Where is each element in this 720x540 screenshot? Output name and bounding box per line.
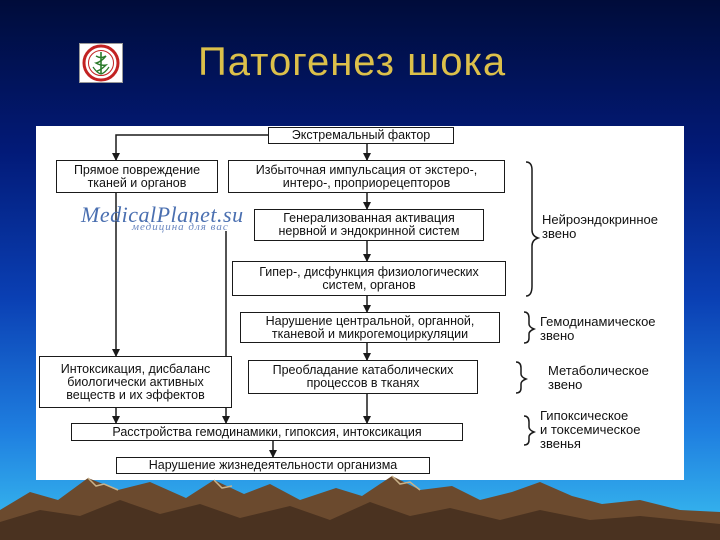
box-disorders: Расстройства гемодинамики, гипоксия, инт… [71,423,463,441]
pathogenesis-diagram: Экстремальный фактор Прямое повреждение … [36,126,684,480]
label-metabolic-link: Метаболическое звено [548,363,649,392]
box-hyper-dysfunction: Гипер-, дисфункция физиологических систе… [232,261,506,296]
box-intoxication: Интоксикация, дисбаланс биологически акт… [39,356,232,408]
watermark-site: MedicalPlanet.su [81,202,244,227]
label-hemodynamic-link: Гемодинамическое звено [540,314,656,343]
mountain-range-decoration [0,475,720,540]
box-extreme-factor: Экстремальный фактор [268,127,454,144]
label-neuroendocrine-link: Нейроэндокринное звено [542,212,658,241]
box-excessive-impulse: Избыточная импульсация от экстеро-, инте… [228,160,505,193]
box-direct-damage: Прямое повреждение тканей и органов [56,160,218,193]
medical-emblem-logo [79,43,123,83]
box-circulation-disorder: Нарушение центральной, органной, тканево… [240,312,500,343]
slide-title: Патогенез шока [198,40,507,84]
box-catabolic-processes: Преобладание катаболических процессов в … [248,360,478,394]
box-generalized-activation: Генерализованная активация нервной и энд… [254,209,484,241]
diagram-connectors [112,134,541,458]
label-hypoxic-toxemic-link: Гипоксическое и токсемическое звенья [540,408,641,451]
box-vital-disruption: Нарушение жизнедеятельности организма [116,457,430,474]
watermark-tagline: медицина для вас [132,221,229,233]
